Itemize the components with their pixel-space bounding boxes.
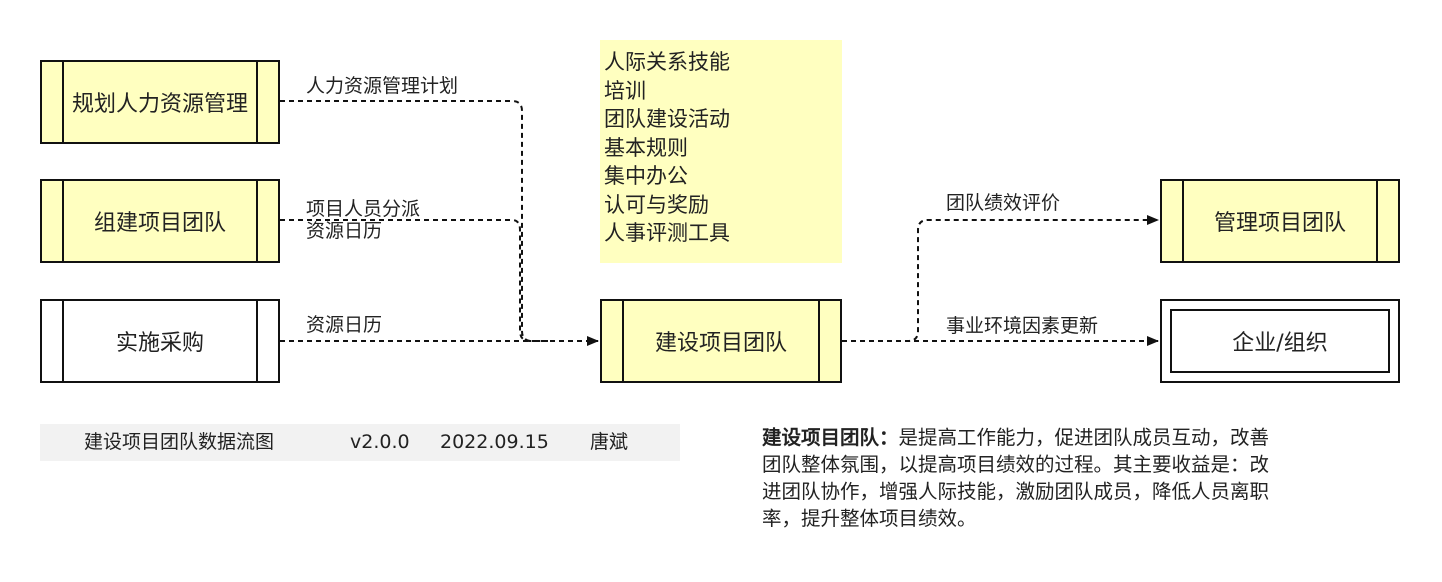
flow-label-resource-calendar-1: 资源日历 [306, 220, 383, 242]
process-plan-hr-label: 规划人力资源管理 [71, 92, 248, 117]
process-description: 建设项目团队：是提高工作能力，促进团队成员互动，改善 团队整体氛围，以提高项目绩… [762, 424, 1402, 532]
tool-item: 团队建设活动 [604, 107, 730, 131]
tool-item: 集中办公 [604, 164, 688, 188]
flow-label-resource-calendar-2: 资源日历 [306, 314, 383, 336]
process-bar-left [1182, 181, 1184, 261]
process-bar-right [1376, 181, 1378, 261]
process-bar-right [256, 181, 258, 261]
footer-title: 建设项目团队数据流图 [84, 431, 275, 453]
process-bar-left [622, 301, 624, 381]
entity-organization[interactable]: 企业/组织 [1160, 299, 1400, 383]
entity-organization-label: 企业/组织 [1232, 331, 1328, 356]
tool-item: 认可与奖励 [604, 192, 709, 217]
process-bar-left [62, 181, 64, 261]
tool-item: 培训 [604, 78, 646, 103]
process-bar-left [62, 301, 64, 381]
flow-label-hr-plan: 人力资源管理计划 [306, 75, 459, 97]
process-manage-team[interactable]: 管理项目团队 [1160, 179, 1400, 263]
process-develop-team-label: 建设项目团队 [654, 331, 787, 356]
tools-techniques-box: 人际关系技能 培训 团队建设活动 基本规则 集中办公 认可与奖励 人事评测工具 [600, 40, 842, 263]
flow-label-staff-assignment: 项目人员分派 [306, 198, 421, 220]
footer-author: 唐斌 [590, 431, 629, 453]
process-plan-hr[interactable]: 规划人力资源管理 [40, 60, 280, 144]
footer-version: v2.0.0 [350, 431, 410, 453]
flow-label-team-performance: 团队绩效评价 [946, 192, 1061, 214]
process-conduct-procurement[interactable]: 实施采购 [40, 299, 280, 383]
footer-date: 2022.09.15 [440, 431, 549, 453]
description-line: 率，提升整体项目绩效。 [762, 507, 977, 530]
process-develop-team[interactable]: 建设项目团队 [600, 299, 842, 383]
tool-item: 人际关系技能 [604, 50, 730, 74]
tool-item: 基本规则 [604, 135, 688, 160]
flow-label-eef-updates: 事业环境因素更新 [946, 315, 1099, 337]
process-bar-right [256, 301, 258, 381]
process-acquire-team-label: 组建项目团队 [93, 211, 226, 236]
process-acquire-team[interactable]: 组建项目团队 [40, 179, 280, 263]
process-bar-left [62, 62, 64, 142]
description-line: 建设项目团队：是提高工作能力，促进团队成员互动，改善 [762, 426, 1270, 449]
flow-staff-assignment-line [280, 219, 548, 342]
entity-inner-border [1170, 309, 1390, 373]
process-bar-right [818, 301, 820, 381]
description-heading: 建设项目团队： [762, 426, 899, 449]
description-line: 团队整体氛围，以提高项目绩效的过程。其主要收益是：改 [762, 453, 1270, 476]
process-manage-team-label: 管理项目团队 [1213, 211, 1346, 236]
process-bar-right [256, 62, 258, 142]
tool-item: 人事评测工具 [604, 221, 730, 245]
process-conduct-procurement-label: 实施采购 [115, 331, 204, 356]
description-line: 进团队协作，增强人际技能，激励团队成员，降低人员离职 [762, 480, 1270, 503]
diagram-footer: 建设项目团队数据流图 v2.0.0 2022.09.15 唐斌 [40, 424, 680, 461]
